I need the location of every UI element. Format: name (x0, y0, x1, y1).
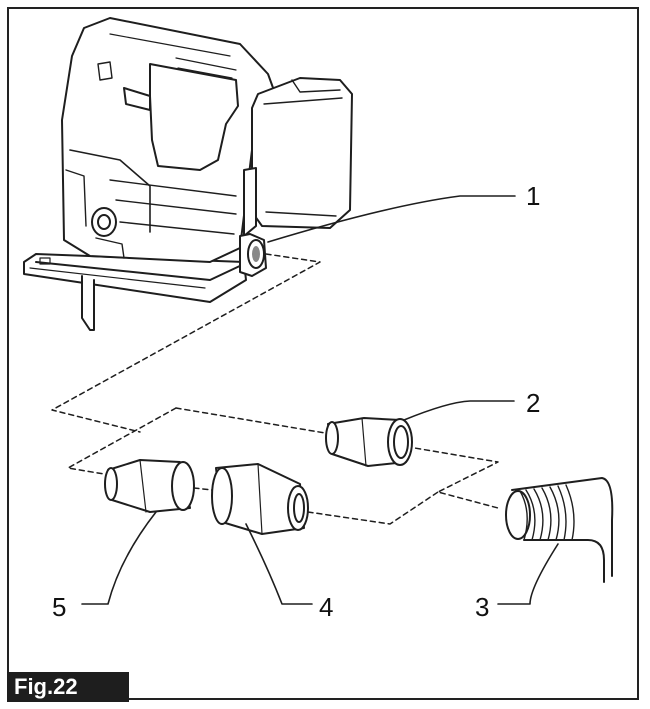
callout-2: 2 (526, 388, 541, 418)
callout-3: 3 (475, 592, 490, 622)
jig-saw-drawing (23, 17, 353, 331)
callout-1: 1 (526, 181, 541, 211)
part-5-cuff (104, 459, 195, 513)
part-4-joint (211, 463, 309, 535)
callout-4: 4 (319, 592, 334, 622)
figure-label: Fig.22 (7, 672, 129, 702)
part-3-hose (505, 477, 614, 583)
callout-5: 5 (52, 592, 67, 622)
part-2-adapter (325, 417, 413, 467)
leader-lines (81, 195, 559, 605)
